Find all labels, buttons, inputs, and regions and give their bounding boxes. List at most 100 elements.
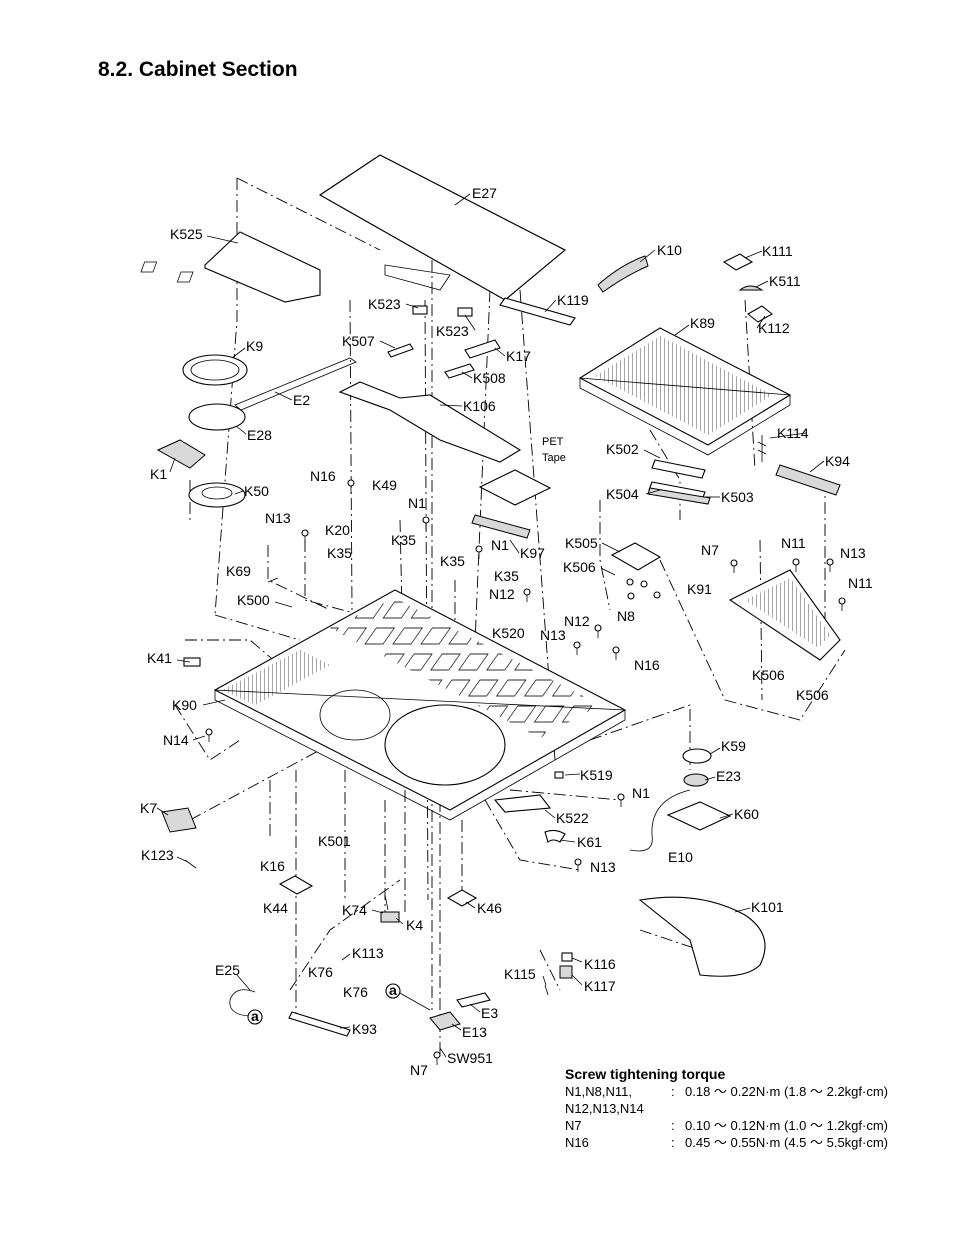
label-n7: N7: [410, 1062, 428, 1078]
label-n11: N11: [848, 575, 873, 591]
label-n13: N13: [265, 510, 291, 526]
label-k35: K35: [327, 545, 352, 561]
spring-k115: [544, 984, 549, 996]
ring-k9: [182, 354, 248, 386]
label-k49: K49: [372, 477, 397, 493]
label-e3: E3: [481, 1005, 498, 1021]
cable-e10: [629, 789, 691, 852]
pad-k523-right: [457, 307, 473, 317]
label-k89: K89: [690, 315, 715, 331]
label-k114: K114: [777, 425, 809, 441]
label-k35: K35: [440, 553, 465, 569]
label-k101: K101: [751, 899, 784, 915]
label-k519: K519: [580, 767, 613, 783]
label-k59: K59: [721, 738, 746, 754]
strip-k119: [499, 297, 576, 326]
label-k50: K50: [244, 483, 269, 499]
label-a: a: [251, 1008, 259, 1024]
clip-k61: [544, 829, 566, 843]
shield-k505: [610, 542, 662, 571]
strip-k522: [493, 794, 552, 813]
label-k9: K9: [246, 338, 263, 354]
label-k4: K4: [406, 917, 423, 933]
label-pet: PET: [542, 436, 564, 448]
label-k74: K74: [342, 902, 367, 918]
torque-row: N1,N8,N11, : 0.18 ～ 0.22N·m (1.8 ～ 2.2kg…: [565, 1084, 889, 1099]
label-k10: K10: [657, 242, 682, 258]
label-e2: E2: [293, 392, 310, 408]
pad-k111: [722, 253, 754, 271]
label-k16: K16: [260, 858, 285, 874]
ring-k50: [188, 482, 246, 508]
pad-k46: [446, 889, 478, 907]
label-k119: K119: [557, 292, 589, 308]
label-k506: K506: [752, 667, 785, 683]
pad-k17: [464, 339, 501, 359]
label-k69: K69: [226, 563, 251, 579]
label-k115: K115: [504, 966, 536, 982]
pad-k41: [183, 657, 201, 667]
leader-lines: [156, 193, 825, 1058]
label-k113: K113: [352, 945, 384, 961]
label-k504: K504: [606, 486, 639, 502]
speaker-e23: [683, 773, 709, 787]
board-e13: [429, 1011, 461, 1031]
ref-circle-a-left: [247, 1009, 263, 1025]
label-k506: K506: [563, 559, 596, 575]
label-k522: K522: [556, 810, 589, 826]
page-title: 8.2. Cabinet Section: [98, 58, 298, 81]
label-n12: N12: [489, 586, 515, 602]
bracket-k97: [471, 514, 531, 539]
part-k10: [597, 255, 649, 293]
label-n7: N7: [701, 542, 719, 558]
pad-k44: [278, 875, 314, 895]
label-a: a: [389, 982, 397, 998]
part-labels: E27 K525 K10 K111 K511 K523 K523 K119 K1…: [140, 185, 873, 1078]
label-k520: K520: [492, 625, 525, 641]
keyboard-e27: [318, 154, 566, 301]
torque-row: N12,N13,N14: [565, 1101, 644, 1116]
torque-heading: Screw tightening torque: [565, 1066, 726, 1082]
label-k61: K61: [577, 834, 602, 850]
latch-k94: [775, 464, 841, 496]
label-k525: K525: [170, 226, 203, 242]
pad-k112: [747, 305, 773, 323]
strip-k502: [651, 459, 706, 479]
pad-k508: [444, 363, 475, 379]
label-k112: K112: [758, 320, 790, 336]
label-k506: K506: [796, 687, 829, 703]
label-k501: K501: [318, 833, 351, 849]
label-e23: E23: [716, 768, 741, 784]
sheet-k60: [666, 801, 732, 831]
cable-e25: [229, 989, 256, 1017]
label-k523: K523: [368, 296, 401, 312]
label-k94: K94: [825, 453, 850, 469]
label-k35: K35: [391, 532, 416, 548]
label-k500: K500: [237, 592, 270, 608]
label-n16: N16: [634, 657, 660, 673]
label-k60: K60: [734, 806, 759, 822]
label-k116: K116: [584, 956, 616, 972]
sheet-k106: [338, 381, 522, 463]
label-k505: K505: [565, 535, 598, 551]
label-k46: K46: [477, 900, 502, 916]
label-k123: K123: [141, 847, 174, 863]
bracket-k1: [156, 439, 206, 469]
label-k111: K111: [762, 243, 793, 259]
ref-circle-a-right: [385, 983, 401, 999]
label-n13: N13: [840, 545, 866, 561]
bar-k93: [288, 1011, 351, 1037]
hinge-k7: [161, 807, 197, 833]
torque-row: N7 : 0.10 ～ 0.12N·m (1.0 ～ 1.2kgf·cm): [565, 1118, 889, 1133]
label-k511: K511: [769, 273, 801, 289]
cable-e13: [397, 991, 431, 1011]
label-n8: N8: [617, 608, 635, 624]
label-k76: K76: [308, 964, 333, 980]
label-n12: N12: [564, 613, 590, 629]
switch-k4: [380, 911, 400, 923]
label-k507: K507: [342, 333, 375, 349]
sheet-k525: [204, 231, 321, 303]
label-n13: N13: [540, 627, 566, 643]
label-e27: E27: [472, 185, 497, 201]
